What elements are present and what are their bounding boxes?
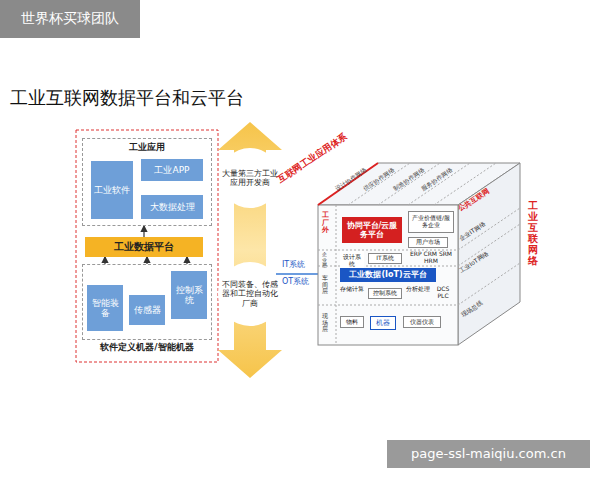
blue-box: 工业软件 [91, 161, 133, 219]
watermark: page-ssl-maiqiu.com.cn [387, 440, 590, 468]
small-box: 控制系统 [368, 288, 402, 299]
cube-grid [318, 163, 520, 345]
title: 工业互联网数据平台和云平台 [10, 86, 244, 110]
node-text: 大数据处理 [150, 202, 195, 212]
double-arrow [218, 122, 282, 378]
cube-front [318, 205, 458, 345]
small-box: 仪器仪表 [403, 316, 441, 328]
node-text: 产业价值链/服务企业 [411, 215, 451, 229]
system-label: DCS PLC [432, 286, 454, 299]
small-box: IT系统 [368, 253, 402, 264]
group-box: 软件定义机器/智能机器智能装备传感器控制系统 [82, 264, 212, 340]
iot-band: 工业数据(IoT)云平台 [340, 268, 436, 282]
circle: 不同装备、传感器和工控自动化厂商 [218, 262, 282, 326]
circle: 大量第三方工业应用开发商 [220, 148, 280, 208]
system-label: 分析处理 [406, 286, 430, 293]
node-text: 大量第三方工业应用开发商 [222, 169, 278, 187]
watermark: 世界杯买球团队 [0, 0, 140, 38]
layer-label: 企业层 [322, 252, 327, 269]
blue-box: 控制系统 [171, 271, 207, 319]
node-text: IT系统 [376, 255, 393, 262]
node-text: 设计系统 [342, 254, 362, 268]
system-label: ERP CRM SRM HRM [408, 251, 454, 264]
node-text: 工业数据(IoT)云平台 [349, 270, 426, 279]
axis-label: 工业互联网络 [528, 200, 538, 266]
node-text: 协同平台/云服务平台 [344, 221, 400, 239]
group-box: 工业应用工业软件 工业APP 大数据处理 [82, 138, 212, 226]
node-text: 工业软件 [94, 185, 130, 195]
node-text: 工业应用 [83, 142, 211, 152]
blue-box: 大数据处理 [141, 195, 203, 219]
small-box: 产业价值链/服务企业 [408, 211, 454, 233]
red-box: 协同平台/云服务平台 [342, 217, 402, 243]
node-text: 控制系统 [173, 285, 205, 306]
node-text: 软件定义机器/智能机器 [83, 342, 211, 352]
system-label: OT系统 [282, 278, 309, 287]
connector-arrow [143, 226, 144, 237]
platform-band: 工业数据平台 [85, 237, 203, 257]
node-text: 物料 [346, 319, 358, 326]
blue-box: 传感器 [129, 295, 165, 325]
node-text: 工业数据平台 [114, 241, 174, 253]
node-text: 机器 [376, 319, 390, 327]
layer-label: 工厂外 [322, 212, 329, 235]
small-box: 物料 [340, 316, 364, 328]
blue-box: 智能装备 [87, 285, 123, 331]
panel-outline [76, 130, 218, 362]
node-text: 控制系统 [373, 290, 397, 297]
system-label: IT系统 [282, 261, 305, 270]
node-text: 不同装备、传感器和工控自动化厂商 [220, 280, 280, 308]
small-box: 用户市场 [408, 237, 448, 248]
blue-box: 工业APP [141, 159, 203, 181]
cube-right [458, 163, 520, 345]
node-text: 智能装备 [89, 298, 121, 319]
axis-label: 互联网工业应用体系 [276, 132, 349, 185]
node-text: 传感器 [134, 305, 161, 315]
layer-label: 车间层 [322, 275, 328, 295]
node-text: 工业APP [154, 165, 189, 175]
node-text: 用户市场 [416, 239, 440, 246]
node-text: 仪器仪表 [410, 319, 434, 326]
system-label: 存储计算 [340, 286, 364, 293]
small-box: 机器 [370, 316, 396, 330]
layer-label: 现场层 [322, 313, 328, 333]
